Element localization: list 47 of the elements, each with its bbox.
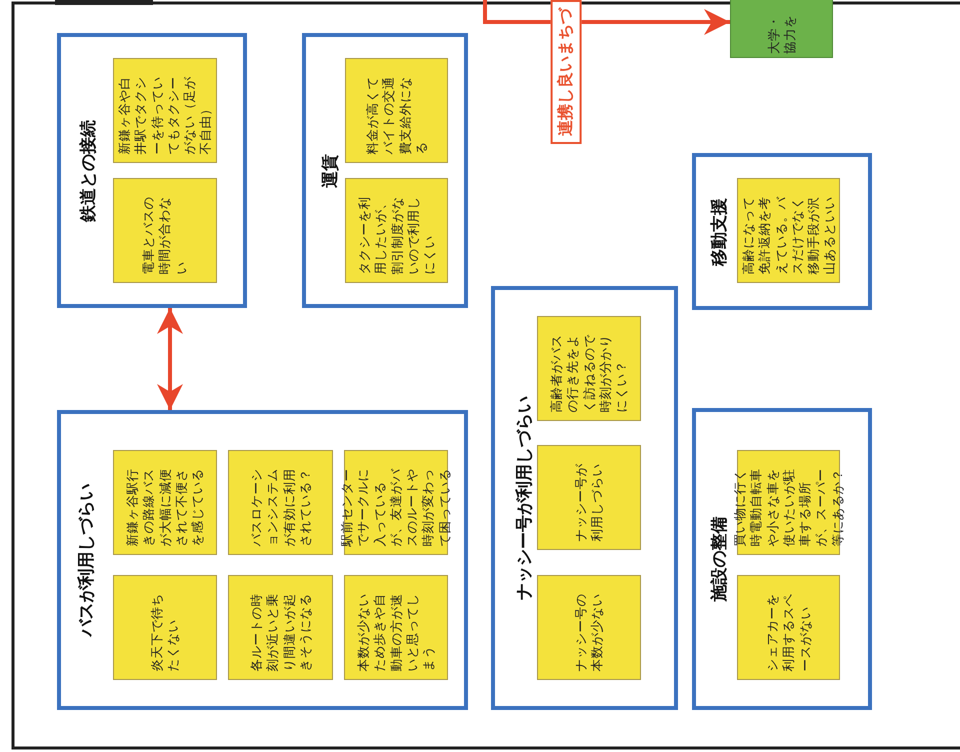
sticky-note: [345, 58, 448, 163]
arrow: [157, 308, 183, 410]
sticky-note: [737, 178, 840, 283]
partner-box: [730, 0, 833, 58]
note-text: シェアカーを利用するスペースがない: [764, 592, 813, 671]
note-text: タクシーを利用したいが、割引制度がないので利用しにくい: [356, 195, 437, 274]
box-text: 大学・協力を: [765, 14, 798, 54]
group-title: 鉄道との接続: [78, 120, 100, 222]
note-text: 各ルートの時刻が近いと乗り間違いが起きそうになる: [248, 592, 313, 671]
note-text: 高齢になって免許返納を考えている。バスだけでなく移動手段が沢山あるといい: [740, 195, 837, 274]
group-box: [57, 33, 247, 308]
note-text: ナッシー号が利用しづらい: [572, 462, 605, 541]
sticky-note: [113, 575, 217, 680]
group-box: [692, 153, 872, 310]
sticky-note: [537, 316, 641, 421]
group-box: [692, 408, 872, 710]
group-title: 移動支援: [708, 198, 730, 266]
note-text: 新鎌ヶ谷駅行きの路線バスが大幅に減便されて不便さを感じている: [124, 467, 206, 546]
sticky-note: [228, 575, 333, 680]
group-title: 施設の整備: [708, 516, 730, 602]
group-title: ナッシー号が利用しづらい: [514, 396, 536, 600]
group-title: 運賃: [320, 154, 342, 188]
sticky-note: [345, 178, 448, 283]
group-box: [491, 286, 678, 710]
group-title: バスが利用しづらい: [76, 484, 98, 636]
note-text: 新鎌ヶ谷や白井駅でタクシーを待っていてもタクシーがない（足が不自由）: [116, 75, 214, 154]
sticky-note: [113, 178, 217, 283]
note-text: 駅前センターでサークルに入っているが、友達がバスのルートや時刻が変わって困っている: [339, 467, 453, 546]
sticky-note: [537, 445, 641, 550]
group-box: [57, 410, 468, 710]
note-text: 電車とバスの時間が合わない: [140, 195, 190, 274]
sticky-note: [737, 575, 840, 680]
edge-label: 連携し良いまちづ: [550, 0, 582, 144]
note-text: 料金が高くてバイトの交通費支給外になる: [364, 75, 429, 154]
note-text: バスロケーションシステムが有効に利用されている？: [248, 467, 313, 546]
note-text: 本数が少ないため歩きや自動車の方が速いと思ってしまう: [355, 592, 436, 671]
note-text: 買い物に行く時電動自転車や小さな車を使いたいが駐車する場所が、スーパー等にあるか？: [732, 467, 846, 546]
note-text: 高齢者がバスの行き先をよく訪ねるので時刻が分かりにくい？: [548, 333, 630, 412]
group-box: [302, 33, 468, 308]
sticky-note: [537, 575, 641, 680]
sticky-note: [228, 450, 333, 555]
note-text: ナッシー号の本数が少ない: [572, 592, 605, 671]
sticky-note: [113, 58, 217, 163]
note-text: 炎天下で待ちたくない: [148, 592, 181, 671]
arrow: [483, 0, 730, 35]
sticky-note: [113, 450, 217, 555]
sticky-note: [344, 575, 448, 680]
